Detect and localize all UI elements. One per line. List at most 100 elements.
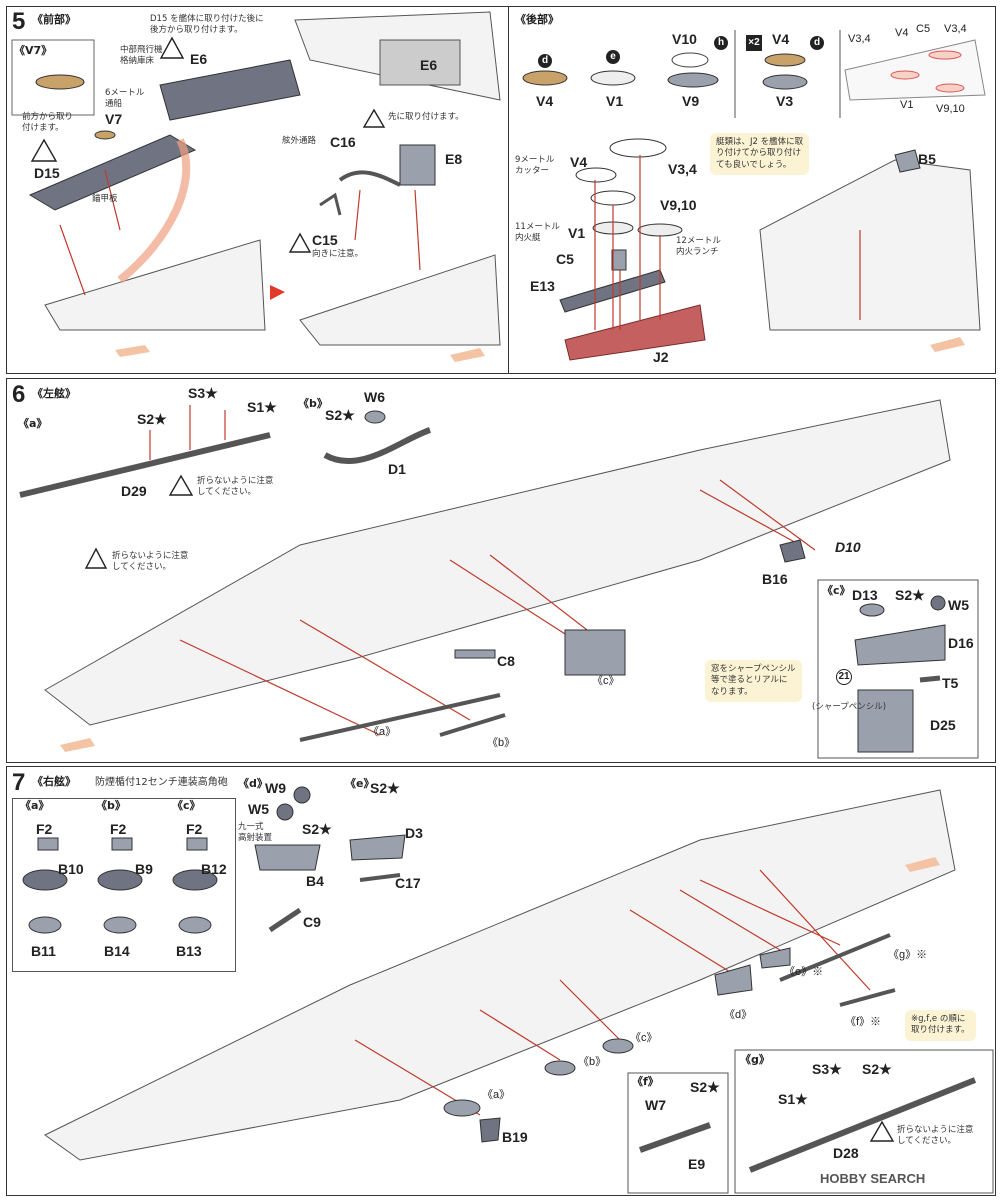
part-c9: [268, 907, 302, 933]
direction-arrow-4: [60, 738, 95, 752]
rear-label-v4: V4: [536, 93, 554, 109]
note-12m: 12メートル 内火ランチ: [676, 236, 721, 258]
note-boats: 艇類は、J2 を艦体に取 り付けてから取り付け ても良いでしょう。: [710, 133, 810, 176]
label-c16: C16: [330, 134, 356, 150]
boat-v4: [522, 70, 568, 86]
part-b-railing: [439, 713, 506, 737]
part-c17: [359, 873, 401, 882]
step7-number: 7: [12, 769, 26, 796]
gun-c-top: F2: [186, 821, 203, 837]
warning-icon-7: [869, 1120, 895, 1142]
badge-x2: ×2: [746, 32, 762, 51]
gun-b-bot: B14: [104, 943, 130, 959]
overview-boat-1: [928, 50, 962, 60]
ref-e: 《e》※: [784, 966, 824, 978]
ref-f: 《f》※: [845, 1016, 882, 1028]
label-s2: S2★: [137, 411, 167, 427]
boat-v34-lower: [590, 190, 636, 206]
step6-panel: [6, 378, 996, 763]
badge-e: e: [606, 46, 620, 64]
note-type91: 九一式 高射装置: [238, 822, 273, 844]
label-e9: E9: [688, 1156, 706, 1172]
part-c5: [611, 249, 627, 271]
overview-label-1: V3,4: [848, 33, 871, 45]
label-s1: S1★: [247, 399, 277, 415]
overview-boat-2: [890, 70, 920, 80]
gun-groups-box: [12, 798, 236, 972]
label-w5: W5: [948, 597, 969, 613]
part-a-gun: [443, 1099, 481, 1117]
part-c-gun: [602, 1038, 634, 1054]
step6-title: 《左舷》: [32, 387, 76, 400]
label-t5: T5: [942, 675, 959, 691]
gun-a-sub: 《a》: [20, 799, 50, 812]
note-11m: 11メートル 内火艇: [515, 222, 560, 244]
hull-starboard: [44, 789, 956, 1161]
gun-b-sub: 《b》: [96, 799, 126, 812]
gun-c-bot: B13: [176, 943, 202, 959]
step7-sub-g: 《g》: [740, 1053, 770, 1066]
boat-v10: [671, 52, 709, 68]
label-s2-c: S2★: [895, 587, 925, 603]
label-d10: D10: [835, 539, 861, 555]
gun-a-mid: B10: [58, 861, 84, 877]
rear-title: 《後部》: [515, 13, 559, 26]
part-e6-floor: [159, 59, 301, 121]
ref-b-step7: 《b》: [578, 1056, 607, 1068]
gun-c-mid: B12: [201, 861, 227, 877]
label-v34-stack: V3,4: [668, 161, 697, 177]
part-g-railing: [779, 933, 891, 982]
gun-b-mid: B9: [135, 861, 153, 877]
step5-title: 《前部》: [32, 13, 76, 26]
part-b16: [779, 539, 806, 563]
direction-arrow-1: [115, 345, 150, 357]
label-s2-b: S2★: [325, 407, 355, 423]
v7-boat: [94, 130, 116, 140]
warning-icon-5: [168, 474, 194, 496]
boat-v4b: [764, 53, 806, 67]
part-b19: [479, 1117, 501, 1143]
part-b4: [254, 844, 321, 871]
part-b-gun: [544, 1060, 576, 1076]
overview-label-6: V9,10: [936, 103, 965, 115]
step7-sub-e: 《e》: [345, 777, 375, 790]
label-s3: S3★: [188, 385, 218, 401]
watermark: HOBBY SEARCH: [820, 1171, 926, 1186]
part-e-assembly: [759, 947, 791, 969]
ref-g: 《g》※: [888, 949, 928, 961]
label-c9: C9: [303, 914, 321, 930]
note-cutter: 9メートル カッター: [515, 155, 555, 177]
label-w7: W7: [645, 1097, 666, 1113]
overview-label-2: V4: [895, 27, 909, 39]
gun-a-bot: B11: [31, 943, 56, 959]
part-d1: [323, 427, 431, 464]
badge-d-2: d: [810, 32, 824, 50]
label-v7: V7: [105, 111, 123, 127]
gun-a-top: F2: [36, 821, 53, 837]
part-c15: [319, 192, 342, 216]
note-pencil: 窓をシャープペンシル 等で塗るとリアルに なります。: [705, 660, 802, 703]
hull-stern: [759, 159, 981, 331]
label-d25: D25: [930, 717, 956, 733]
part-e8: [399, 144, 436, 186]
step7-subtitle: 防煙楯付12センチ連装高角砲: [95, 777, 228, 788]
label-s2-d: S2★: [302, 821, 332, 837]
hull-bow-right: [299, 254, 501, 346]
label-e13: E13: [530, 278, 555, 294]
badge-h: h: [714, 32, 728, 50]
hull-bow-left: [44, 239, 266, 331]
note-nofold-2: 折らないように注意 してください。: [112, 551, 189, 573]
part-d25: [857, 689, 914, 753]
direction-arrow-5: [905, 857, 940, 872]
label-v910-stack: V9,10: [660, 197, 697, 213]
label-s2-g: S2★: [862, 1061, 892, 1077]
ref-d: 《d》: [724, 1009, 753, 1021]
warning-icon-2: [30, 138, 58, 162]
color-number: 21: [836, 666, 852, 685]
label-v4-stack: V4: [570, 154, 588, 170]
note-order: ※g,f,e の順に 取り付けます。: [905, 1010, 976, 1041]
label-b16: B16: [762, 571, 788, 587]
overview-boat-3: [935, 83, 965, 93]
part-w9: [293, 786, 311, 804]
label-d3: D3: [405, 825, 423, 841]
